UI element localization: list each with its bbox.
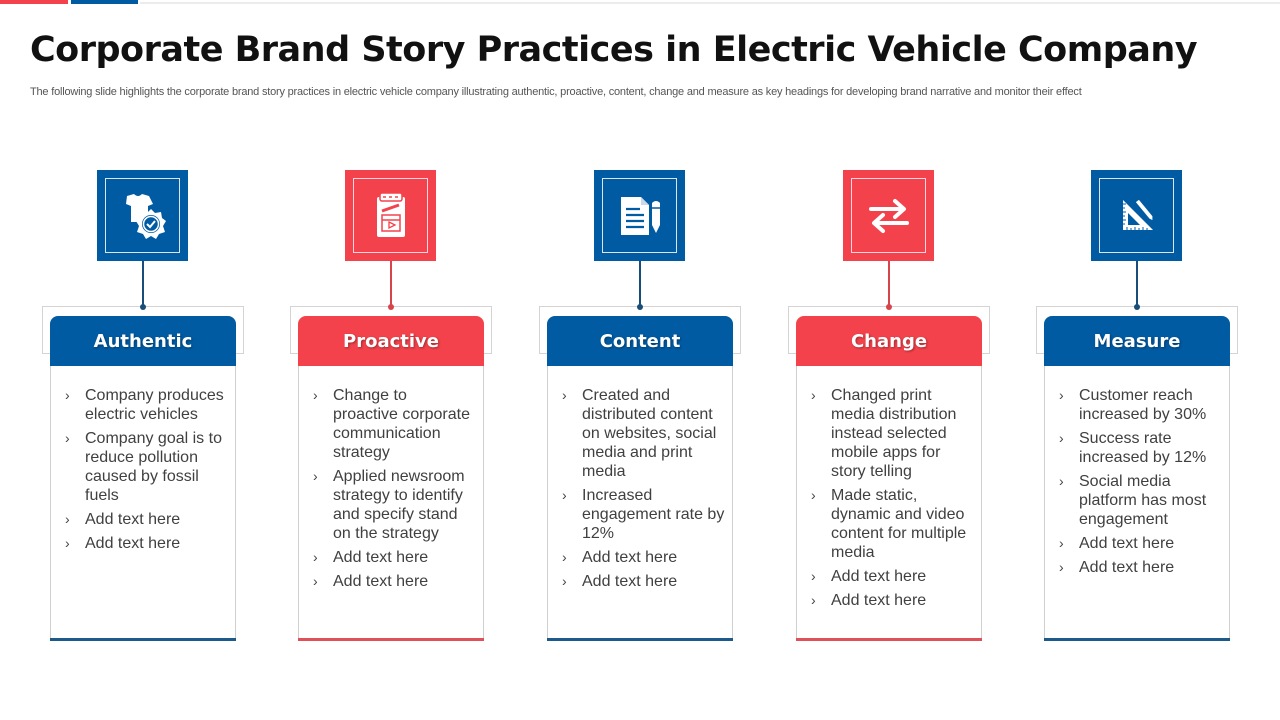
list-item: ›Customer reach increased by 30%	[1059, 387, 1207, 423]
accent-bar-blue	[71, 0, 138, 4]
chevron-right-icon: ›	[1059, 559, 1064, 575]
bottom-accent-line	[298, 638, 484, 641]
list-item: ›Add text here	[313, 573, 429, 590]
list-item: ›Add text here	[313, 549, 429, 566]
list-item: ›Social media platform has most engageme…	[1059, 473, 1207, 528]
column-measure: Measure ›Customer reach increased by 30%…	[1036, 170, 1238, 650]
chevron-right-icon: ›	[65, 511, 70, 527]
chevron-right-icon: ›	[1059, 430, 1064, 446]
column-heading: Authentic	[50, 316, 236, 366]
list-item: ›Add text here	[1059, 559, 1175, 576]
bottom-accent-line	[50, 638, 236, 641]
chevron-right-icon: ›	[65, 430, 70, 446]
bullet-list: ›Customer reach increased by 30% ›Succes…	[1057, 386, 1222, 582]
list-item: ›Company goal is to reduce pollution cau…	[65, 430, 222, 504]
list-item: ›Created and distributed content on webs…	[562, 387, 717, 480]
column-content: Content ›Created and distributed content…	[539, 170, 741, 650]
chevron-right-icon: ›	[65, 535, 70, 551]
accent-bar-red	[0, 0, 68, 4]
connector-dot	[1134, 304, 1140, 310]
column-heading: Content	[547, 316, 733, 366]
chevron-right-icon: ›	[811, 387, 816, 403]
list-item: ›Company produces electric vehicles	[65, 387, 224, 423]
chevron-right-icon: ›	[811, 592, 816, 608]
list-item: ›Increased engagement rate by 12%	[562, 487, 725, 542]
column-authentic: Authentic ›Company produces electric veh…	[42, 170, 244, 650]
swap-arrows-icon	[868, 198, 909, 233]
list-item: ›Applied newsroom strategy to identify a…	[313, 468, 465, 542]
icon-tile	[345, 170, 436, 261]
list-item: ›Add text here	[65, 535, 181, 552]
chevron-right-icon: ›	[313, 549, 318, 565]
column-heading: Change	[796, 316, 982, 366]
column-heading: Proactive	[298, 316, 484, 366]
column-change: Change ›Changed print media distribution…	[788, 170, 990, 650]
chevron-right-icon: ›	[562, 487, 567, 503]
column-proactive: Proactive ›Change to proactive corporate…	[290, 170, 492, 650]
list-item: ›Add text here	[1059, 535, 1175, 552]
connector-dot	[140, 304, 146, 310]
page-subtitle: The following slide highlights the corpo…	[30, 86, 1082, 98]
connector-line	[1136, 261, 1138, 306]
bullet-list: ›Changed print media distribution instea…	[809, 386, 974, 615]
icon-tile	[594, 170, 685, 261]
chevron-right-icon: ›	[1059, 535, 1064, 551]
set-square-pencil-icon	[1122, 197, 1154, 230]
column-body: ›Change to proactive corporate communica…	[298, 366, 484, 641]
chevron-right-icon: ›	[562, 573, 567, 589]
column-heading: Measure	[1044, 316, 1230, 366]
chevron-right-icon: ›	[811, 568, 816, 584]
connector-line	[142, 261, 144, 306]
bottom-accent-line	[796, 638, 982, 641]
chevron-right-icon: ›	[1059, 473, 1064, 489]
chevron-right-icon: ›	[65, 387, 70, 403]
connector-line	[639, 261, 641, 306]
clapperboard-clipboard-icon	[376, 191, 405, 237]
connector-dot	[886, 304, 892, 310]
list-item: ›Change to proactive corporate communica…	[313, 387, 470, 461]
column-body: ›Changed print media distribution instea…	[796, 366, 982, 641]
page-title: Corporate Brand Story Practices in Elect…	[30, 30, 1198, 70]
list-item: ›Made static, dynamic and video content …	[811, 487, 967, 561]
bottom-accent-line	[547, 638, 733, 641]
chevron-right-icon: ›	[313, 387, 318, 403]
chevron-right-icon: ›	[313, 573, 318, 589]
chevron-right-icon: ›	[313, 468, 318, 484]
column-body: ›Customer reach increased by 30% ›Succes…	[1044, 366, 1230, 641]
list-item: ›Add text here	[811, 568, 927, 585]
column-body: ›Created and distributed content on webs…	[547, 366, 733, 641]
shirt-badge-check-icon	[125, 193, 166, 239]
list-item: ›Add text here	[65, 511, 181, 528]
bullet-list: ›Created and distributed content on webs…	[560, 386, 725, 596]
list-item: ›Changed print media distribution instea…	[811, 387, 957, 480]
bottom-accent-line	[1044, 638, 1230, 641]
list-item: ›Success rate increased by 12%	[1059, 430, 1207, 466]
bullet-list: ›Change to proactive corporate communica…	[311, 386, 476, 596]
icon-tile	[1091, 170, 1182, 261]
icon-tile	[97, 170, 188, 261]
chevron-right-icon: ›	[811, 487, 816, 503]
connector-dot	[388, 304, 394, 310]
column-body: ›Company produces electric vehicles ›Com…	[50, 366, 236, 641]
chevron-right-icon: ›	[1059, 387, 1064, 403]
document-pen-icon	[620, 196, 660, 235]
top-divider	[140, 2, 1280, 4]
chevron-right-icon: ›	[562, 549, 567, 565]
connector-line	[888, 261, 890, 306]
list-item: ›Add text here	[562, 573, 678, 590]
icon-tile	[843, 170, 934, 261]
connector-dot	[637, 304, 643, 310]
list-item: ›Add text here	[562, 549, 678, 566]
bullet-list: ›Company produces electric vehicles ›Com…	[63, 386, 228, 558]
connector-line	[390, 261, 392, 306]
chevron-right-icon: ›	[562, 387, 567, 403]
list-item: ›Add text here	[811, 592, 927, 609]
